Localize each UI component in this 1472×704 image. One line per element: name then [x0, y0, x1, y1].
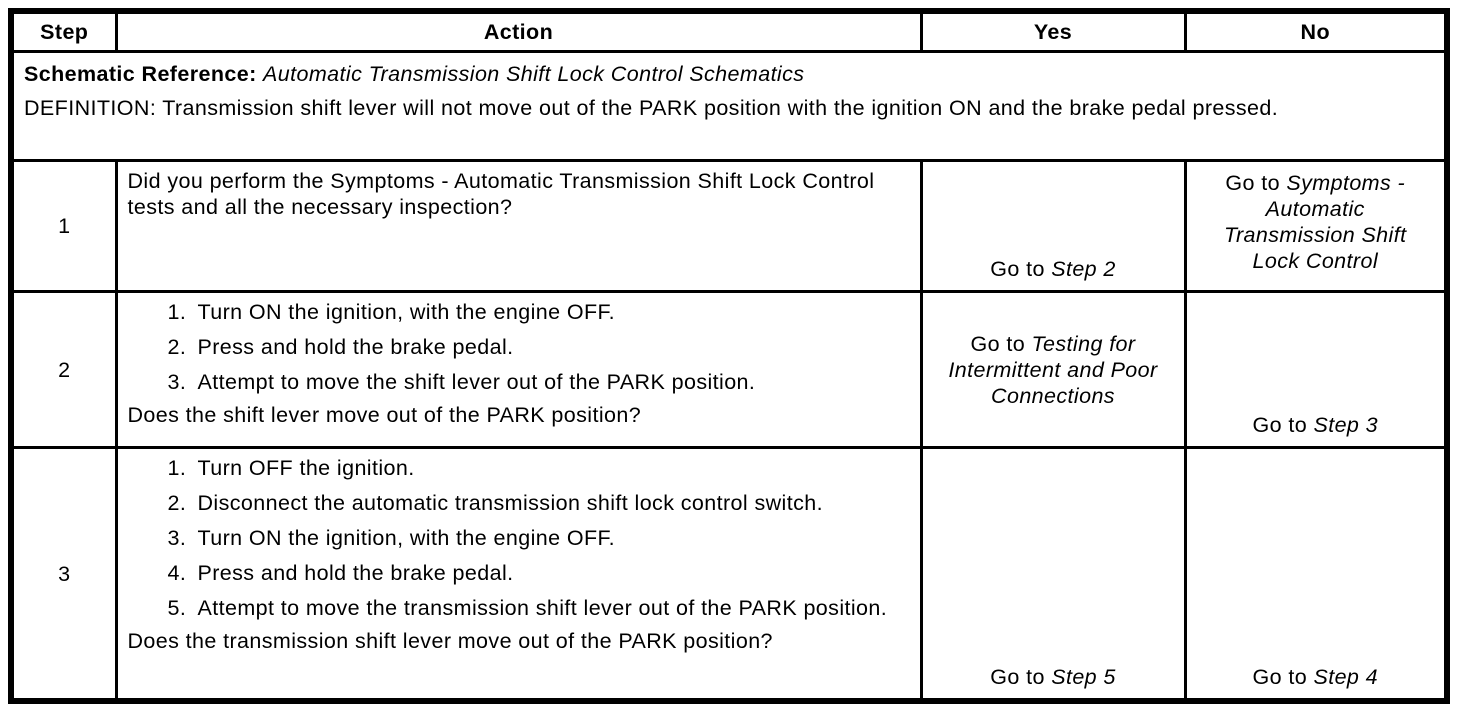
action-list-item: 3. Attempt to move the shift lever out o…	[168, 369, 914, 395]
go-to-text: Go to	[990, 257, 1045, 281]
go-to-text: Go to	[970, 331, 1026, 356]
scanned-manual-page: Step Action Yes No Schematic Reference: …	[8, 8, 1450, 704]
action-cell: Did you perform the Symptoms - Automatic…	[114, 159, 923, 293]
column-header-yes: Yes	[919, 9, 1187, 53]
action-cell: 1. Turn OFF the ignition. 2. Disconnect …	[114, 446, 923, 703]
go-to-text: Go to	[1225, 171, 1281, 195]
list-item-number: 1.	[167, 300, 187, 324]
definition-text: DEFINITION: Transmission shift lever wil…	[24, 96, 1279, 120]
go-to-target: Step 5	[1051, 665, 1116, 689]
list-item-text: Turn OFF the ignition.	[197, 456, 415, 480]
list-item-number: 3.	[167, 370, 187, 394]
action-question: Does the shift lever move out of the PAR…	[127, 403, 642, 427]
list-item-number: 2.	[167, 335, 187, 359]
schematic-reference-value: Automatic Transmission Shift Lock Contro…	[263, 62, 805, 86]
action-list-item: 5. Attempt to move the transmission shif…	[168, 595, 914, 621]
list-item-text: Press and hold the brake pedal.	[197, 335, 514, 359]
step-number: 1	[9, 159, 118, 293]
go-to-target: Step 4	[1313, 665, 1379, 689]
action-question: Does the transmission shift lever move o…	[127, 629, 773, 653]
table-row-step-2: 2 1. Turn ON the ignition, with the engi…	[9, 290, 1449, 449]
go-to-text: Go to	[1252, 413, 1308, 437]
list-item-text: Attempt to move the transmission shift l…	[197, 596, 888, 620]
action-list-item: 2. Press and hold the brake pedal.	[168, 334, 914, 360]
list-item-number: 3.	[167, 526, 187, 550]
action-cell: 1. Turn ON the ignition, with the engine…	[114, 290, 923, 449]
yes-cell: Go to Step 2	[919, 159, 1187, 293]
no-cell: Go to Step 3	[1183, 290, 1449, 449]
action-list-item: 1. Turn ON the ignition, with the engine…	[168, 299, 914, 325]
action-list-item: 4. Press and hold the brake pedal.	[168, 560, 914, 586]
action-list-item: 1. Turn OFF the ignition.	[168, 455, 914, 481]
go-to-target: Step 2	[1051, 257, 1116, 281]
diagnostic-table: Step Action Yes No Schematic Reference: …	[8, 8, 1450, 704]
list-item-text: Press and hold the brake pedal.	[197, 561, 514, 585]
step-number: 2	[9, 290, 118, 449]
list-item-number: 5.	[167, 596, 187, 620]
list-item-text: Turn ON the ignition, with the engine OF…	[197, 300, 616, 324]
list-item-text: Attempt to move the shift lever out of t…	[197, 370, 756, 394]
list-item-number: 4.	[167, 561, 187, 585]
column-header-action: Action	[114, 9, 923, 53]
step-number: 3	[9, 446, 118, 703]
go-to-target: Step 3	[1313, 413, 1379, 437]
table-row-step-1: 1 Did you perform the Symptoms - Automat…	[9, 159, 1449, 293]
table-row-step-3: 3 1. Turn OFF the ignition. 2. Disconnec…	[9, 446, 1449, 703]
column-header-step: Step	[9, 9, 118, 53]
no-cell: Go to Symptoms - Automatic Transmission …	[1183, 159, 1449, 293]
list-item-number: 1.	[167, 456, 187, 480]
list-item-text: Turn ON the ignition, with the engine OF…	[197, 526, 616, 550]
yes-cell: Go to Testing for Intermittent and Poor …	[919, 290, 1187, 449]
yes-cell: Go to Step 5	[919, 446, 1187, 703]
header-row: Step Action Yes No	[9, 9, 1449, 53]
go-to-text: Go to	[1252, 665, 1308, 689]
schematic-reference-label: Schematic Reference:	[24, 62, 257, 86]
go-to-target: Symptoms - Automatic Transmission Shift …	[1224, 171, 1407, 273]
action-question: Did you perform the Symptoms - Automatic…	[127, 169, 875, 219]
action-list-item: 3. Turn ON the ignition, with the engine…	[168, 525, 914, 551]
schematic-reference-line: Schematic Reference: Automatic Transmiss…	[24, 61, 1434, 87]
list-item-number: 2.	[167, 491, 187, 515]
no-cell: Go to Step 4	[1183, 446, 1449, 703]
schematic-reference-row: Schematic Reference: Automatic Transmiss…	[9, 50, 1449, 162]
go-to-text: Go to	[990, 665, 1045, 689]
action-list-item: 2. Disconnect the automatic transmission…	[168, 490, 914, 516]
schematic-reference-cell: Schematic Reference: Automatic Transmiss…	[9, 50, 1449, 162]
column-header-no: No	[1183, 9, 1449, 53]
go-to-target: Testing for Intermittent and Poor Connec…	[948, 331, 1158, 408]
list-item-text: Disconnect the automatic transmission sh…	[197, 491, 823, 515]
